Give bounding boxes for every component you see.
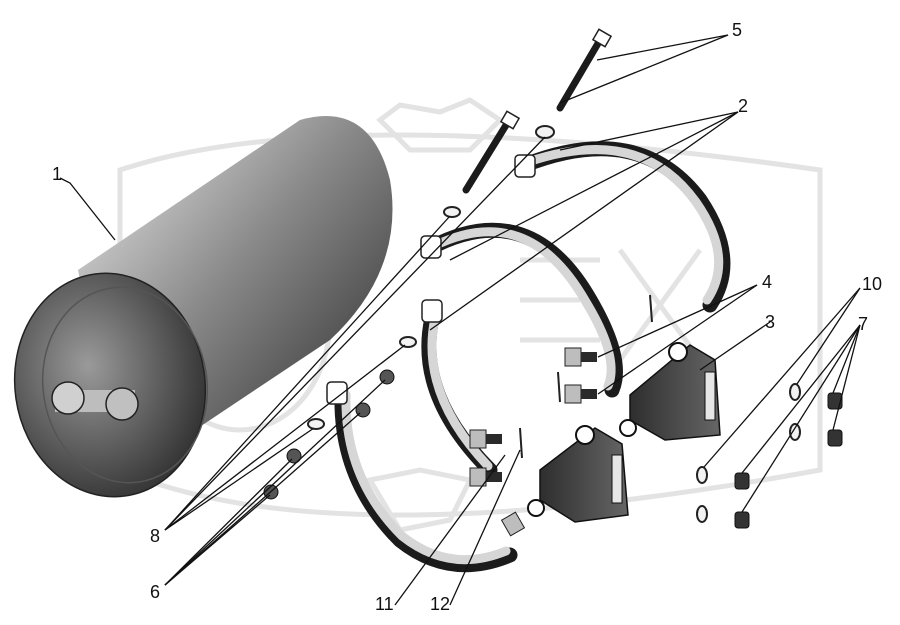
nut-7-4 <box>734 511 750 529</box>
leader-lines <box>59 34 861 606</box>
callout-6: 6 <box>150 582 160 602</box>
washer-3 <box>399 336 417 348</box>
callout-labels: 1 2 3 4 5 6 7 8 10 11 12 <box>52 20 882 614</box>
callout-11: 11 <box>375 594 394 614</box>
washer-10-2 <box>789 423 801 441</box>
nut-7-1 <box>827 392 843 410</box>
callout-1: 1 <box>52 164 62 184</box>
nut-3 <box>286 448 302 464</box>
callout-10: 10 <box>862 274 882 294</box>
cotter-pin-middle <box>557 371 561 403</box>
callout-5: 5 <box>732 20 742 40</box>
clamp-band-middle <box>420 222 623 478</box>
nut-7-3 <box>734 472 750 490</box>
washer-10-3 <box>696 466 708 484</box>
nut-1 <box>379 369 395 385</box>
callout-12: 12 <box>430 594 450 614</box>
washer-10-4 <box>696 505 708 523</box>
callout-8: 8 <box>150 526 160 546</box>
cotter-pin-upper <box>649 294 653 323</box>
callout-7: 7 <box>858 314 868 334</box>
callout-2: 2 <box>738 96 748 116</box>
cotter-pin-lower <box>519 427 523 459</box>
air-tank <box>13 116 393 498</box>
bolt-front-end <box>500 511 526 537</box>
callout-4: 4 <box>762 272 772 292</box>
washer-2 <box>443 206 461 218</box>
long-bolt-lower <box>462 110 521 194</box>
clamp-band-front <box>326 381 518 573</box>
nut-7-2 <box>827 429 843 447</box>
long-bolt-upper <box>556 28 613 112</box>
bolt-middle <box>564 384 597 404</box>
bolt-lower <box>469 429 502 449</box>
bolt-bottom <box>469 467 502 487</box>
callout-3: 3 <box>765 312 775 332</box>
clamp-band-rear <box>514 141 731 313</box>
washer-10-1 <box>789 383 801 401</box>
bolt-upper <box>564 347 597 367</box>
mounting-bracket-front <box>527 425 629 523</box>
washer-4 <box>307 418 325 430</box>
mounting-bracket-rear <box>619 342 721 441</box>
washer-1 <box>535 125 555 139</box>
